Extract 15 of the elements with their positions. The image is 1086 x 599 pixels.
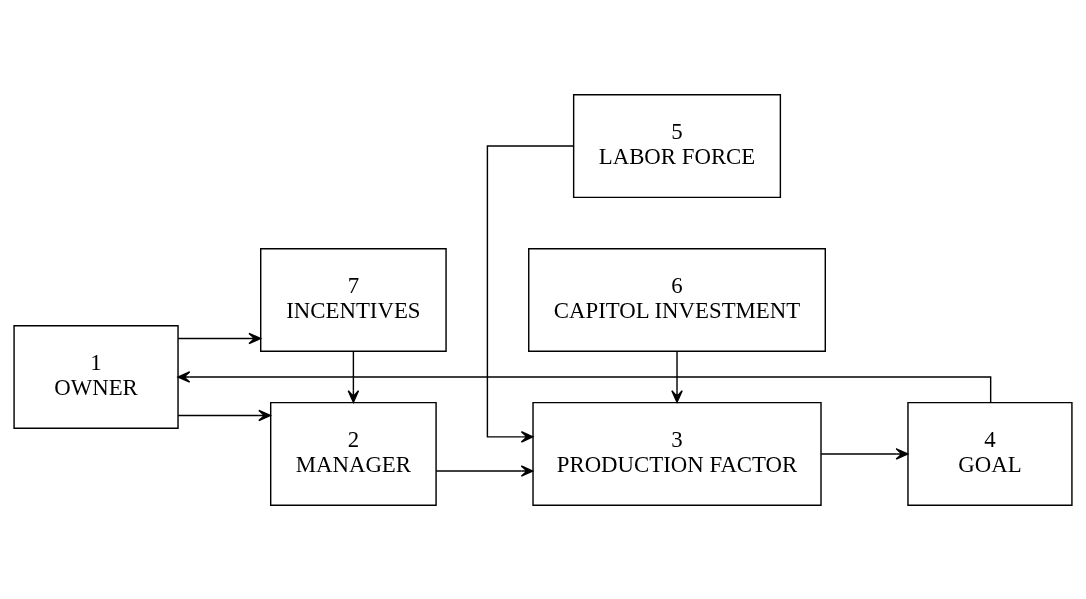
arrow — [820, 447, 909, 460]
node-box: 1 OWNER — [13, 324, 179, 429]
node-box: 5 LABOR FORCE — [572, 93, 782, 198]
arrow — [486, 144, 575, 443]
node-box: 3 PRODUCTION FACTOR — [532, 401, 822, 506]
arrow — [177, 332, 262, 344]
node-box: 6 CAPITOL INVESTMENT — [528, 247, 826, 352]
arrow — [671, 350, 683, 403]
arrow — [177, 370, 992, 403]
arrow — [177, 409, 271, 421]
arrow — [435, 464, 534, 477]
node-box: 4 GOAL — [907, 401, 1073, 506]
node-box: 2 MANAGER — [270, 401, 437, 506]
node-box: 7 INCENTIVES — [260, 247, 447, 352]
arrow — [347, 350, 360, 403]
